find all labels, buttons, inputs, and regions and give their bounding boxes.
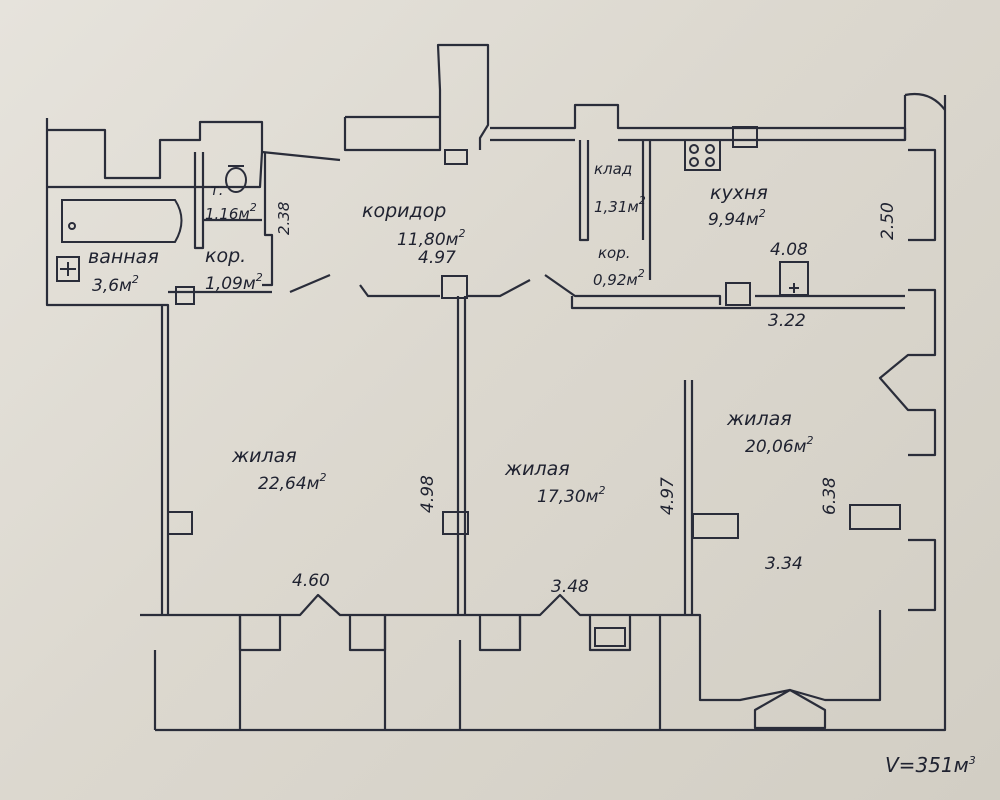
toilet-area: 1.16м2 <box>205 202 257 222</box>
bottom-window-niches <box>238 615 632 652</box>
outer-wall-bottom <box>155 95 947 732</box>
volume-sup: 3 <box>968 754 976 767</box>
pantry-area-value: 1,31м <box>594 198 639 216</box>
corr-kitchen-area-sup: 2 <box>637 267 645 280</box>
corr-small-area: 1,09м2 <box>205 272 263 293</box>
living-left-area-value: 22,64м <box>258 474 320 494</box>
outer-wall-right-top <box>903 92 946 140</box>
corridor-area-value: 11,80м <box>397 230 459 250</box>
dim-right-room-depth: 6.38 <box>820 477 840 515</box>
chimney-block-left <box>45 118 264 187</box>
partition-mid-right <box>683 380 694 615</box>
corr-kitchen-area: 0,92м2 <box>593 268 645 288</box>
living-left-area-sup: 2 <box>319 471 327 484</box>
column <box>732 126 758 148</box>
partition-pantry <box>578 140 652 280</box>
dim-kitchen-height: 2.50 <box>878 202 898 240</box>
corr-kitchen-area-value: 0,92м <box>593 271 638 289</box>
corr-small-name: кор. <box>205 245 247 267</box>
toilet-area-value: 1.16м <box>205 205 250 223</box>
corridor-area: 11,80м2 <box>397 228 466 249</box>
living-left-area: 22,64м2 <box>258 472 327 493</box>
living-left-name: жилая <box>232 445 297 467</box>
toilet-name: т. <box>210 181 224 199</box>
corr-small-area-sup: 2 <box>255 271 263 284</box>
dim-mid-room-width: 3.48 <box>551 577 589 597</box>
right-wall-piers <box>878 148 937 612</box>
living-right-area-value: 20,06м <box>745 437 807 457</box>
corr-kitchen-name: кор. <box>598 244 631 262</box>
partition-bath-toilet <box>193 152 274 287</box>
living-mid-area-value: 17,30м <box>537 487 599 507</box>
column <box>175 286 195 305</box>
stove-icon <box>684 139 721 171</box>
pantry-name: клад <box>594 160 633 178</box>
bath-area-value: 3,6м <box>92 276 132 296</box>
sink-icon <box>779 261 809 296</box>
toilet-area-sup: 2 <box>249 201 257 214</box>
dim-corridor-width: 4.97 <box>418 248 456 268</box>
volume-label: V=351м3 <box>885 755 976 775</box>
column <box>442 511 469 535</box>
living-right-area-sup: 2 <box>806 434 814 447</box>
dim-bath-corr-height: 2.38 <box>275 201 293 235</box>
outer-wall-left <box>45 187 170 615</box>
bathtub-icon <box>61 199 183 243</box>
column <box>725 282 751 306</box>
washbasin-icon <box>56 256 80 282</box>
bottom-wall-structure <box>140 593 882 730</box>
bath-area-sup: 2 <box>131 273 139 286</box>
radiator <box>692 513 739 539</box>
radiator <box>849 504 901 530</box>
living-mid-area-sup: 2 <box>598 484 606 497</box>
dim-right-room-width: 3.22 <box>768 311 806 331</box>
corridor-area-sup: 2 <box>458 227 466 240</box>
column <box>444 149 468 165</box>
kitchen-name: кухня <box>710 182 768 204</box>
column <box>441 275 468 299</box>
living-right-area: 20,06м2 <box>745 435 814 456</box>
dim-left-room-width: 4.60 <box>292 571 330 591</box>
kitchen-area: 9,94м2 <box>708 208 766 229</box>
kitchen-area-sup: 2 <box>758 207 766 220</box>
outer-wall-top-bath <box>47 150 341 189</box>
living-mid-area: 17,30м2 <box>537 485 606 506</box>
dim-right-room-extra: 3.34 <box>765 554 803 574</box>
outer-wall-top-kitchen <box>490 103 907 142</box>
living-right-name: жилая <box>727 408 792 430</box>
living-mid-name: жилая <box>505 458 570 480</box>
column <box>167 511 193 535</box>
pantry-area: 1,31м2 <box>594 195 646 215</box>
partition-corridor-rooms <box>168 273 905 305</box>
pantry-area-sup: 2 <box>638 194 646 207</box>
door-leaf <box>594 627 626 647</box>
balcony-door <box>753 688 827 730</box>
volume-value: V=351м <box>885 753 969 777</box>
toilet-bowl-icon <box>225 167 247 193</box>
bath-name: ванная <box>88 246 159 268</box>
partition-left-mid <box>456 296 467 615</box>
bath-area: 3,6м2 <box>92 274 139 295</box>
partition-kitchen-lower <box>570 296 905 310</box>
dim-left-room-depth: 4.98 <box>418 475 438 513</box>
dim-mid-room-depth: 4.97 <box>658 477 678 515</box>
corr-small-area-value: 1,09м <box>205 274 256 294</box>
corridor-name: коридор <box>362 200 447 222</box>
chimney-block-center <box>343 43 490 152</box>
kitchen-area-value: 9,94м <box>708 210 759 230</box>
dim-kitchen-width: 4.08 <box>770 240 808 260</box>
